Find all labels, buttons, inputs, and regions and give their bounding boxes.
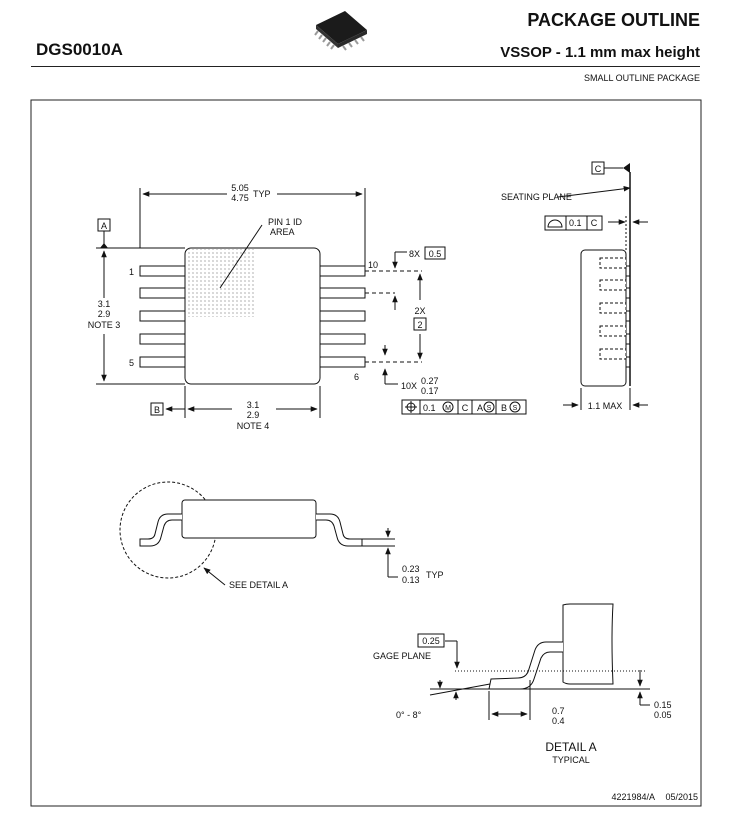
height-max-label: 1.1 MAX xyxy=(588,401,623,411)
height-min: 2.9 xyxy=(98,309,111,319)
feature-control-frame: 0.1 M C A S B S xyxy=(401,399,527,415)
width-max: 5.05 xyxy=(231,183,249,193)
lead xyxy=(319,333,366,345)
svg-text:B: B xyxy=(501,403,507,413)
page-subtitle: VSSOP - 1.1 mm max height xyxy=(500,44,700,61)
pin1-leader xyxy=(219,224,263,289)
lead xyxy=(139,287,186,299)
svg-text:B: B xyxy=(154,405,160,415)
part-number: DGS0010A xyxy=(36,40,123,59)
span-value: 2 xyxy=(417,320,422,330)
lead xyxy=(139,356,186,368)
svg-text:0.1: 0.1 xyxy=(569,218,582,228)
height-note: NOTE 3 xyxy=(88,320,121,330)
lead xyxy=(319,265,366,277)
svg-text:M: M xyxy=(445,405,451,412)
side-view xyxy=(557,163,648,410)
svg-text:0.1: 0.1 xyxy=(423,403,436,413)
pin1-id-area xyxy=(186,249,254,317)
drawing-id: 4221984/A xyxy=(611,792,655,802)
lead xyxy=(139,333,186,345)
header-rule xyxy=(31,66,700,67)
angle-label: 0° - 8° xyxy=(396,710,422,720)
lead xyxy=(319,310,366,322)
datum-c-label: C xyxy=(591,161,605,175)
svg-text:A: A xyxy=(101,221,107,231)
thickness-max: 0.23 xyxy=(402,564,420,574)
svg-text:S: S xyxy=(513,405,518,412)
seating-plane-label: SEATING PLANE xyxy=(501,192,572,202)
flatness-frame: 0.1 C xyxy=(544,215,603,231)
lead-count: 10X xyxy=(401,381,417,391)
drawing-frame xyxy=(30,99,702,807)
pitch-box xyxy=(424,246,446,260)
foot-max: 0.7 xyxy=(552,706,565,716)
svg-text:A: A xyxy=(477,403,483,413)
pitch-count: 8X xyxy=(409,249,420,259)
pin1-label: PIN 1 ID xyxy=(268,217,303,227)
thickness-suffix: TYP xyxy=(426,570,444,580)
span-count: 2X xyxy=(414,306,425,316)
side-body xyxy=(580,249,627,387)
page-title: PACKAGE OUTLINE xyxy=(527,10,700,30)
position-icon xyxy=(405,401,417,413)
pin-label: 5 xyxy=(129,358,134,368)
rfs-icon xyxy=(483,401,495,413)
detail-subtitle: TYPICAL xyxy=(552,755,590,765)
pitch-value: 0.5 xyxy=(429,249,442,259)
pin-label: 6 xyxy=(354,372,359,382)
side-body-2 xyxy=(181,499,317,539)
detail-a-view xyxy=(429,603,650,720)
svg-text:S: S xyxy=(487,405,492,412)
detail-title: DETAIL A xyxy=(545,740,596,754)
body-min: 2.9 xyxy=(247,410,260,420)
gage-plane-label: GAGE PLANE xyxy=(373,651,431,661)
lead xyxy=(139,265,186,277)
lead xyxy=(139,310,186,322)
datum-b-label: B xyxy=(150,402,164,416)
datum-a-label: A xyxy=(97,218,111,248)
thickness-min: 0.13 xyxy=(402,575,420,585)
see-detail-label: SEE DETAIL A xyxy=(229,580,288,590)
lead xyxy=(319,287,366,299)
svg-text:C: C xyxy=(462,403,469,413)
svg-text:0.25: 0.25 xyxy=(422,636,440,646)
gage-value-box: 0.25 xyxy=(417,633,445,648)
svg-text:C: C xyxy=(595,164,602,174)
drawing-date: 05/2015 xyxy=(665,792,698,802)
standoff-max: 0.15 xyxy=(654,700,672,710)
chip-package-icon xyxy=(314,11,367,51)
mmc-icon xyxy=(442,401,454,413)
lead-max: 0.27 xyxy=(421,376,439,386)
body-note: NOTE 4 xyxy=(237,421,270,431)
svg-text:C: C xyxy=(591,218,598,228)
package-type: SMALL OUTLINE PACKAGE xyxy=(583,73,700,83)
width-min: 4.75 xyxy=(231,193,249,203)
width-suffix: TYP xyxy=(253,189,271,199)
body-max: 3.1 xyxy=(247,400,260,410)
pin-label: 1 xyxy=(129,267,134,277)
height-max: 3.1 xyxy=(98,299,111,309)
pin1-label-2: AREA xyxy=(270,227,295,237)
top-view xyxy=(96,188,423,418)
rfs-icon xyxy=(509,401,521,413)
standoff-min: 0.05 xyxy=(654,710,672,720)
profile-icon xyxy=(547,219,563,228)
pin-label: 10 xyxy=(368,260,378,270)
lead-side-view xyxy=(119,481,398,586)
lead xyxy=(319,356,366,368)
span-box xyxy=(413,317,427,331)
lead-min: 0.17 xyxy=(421,386,439,396)
foot-min: 0.4 xyxy=(552,716,565,726)
